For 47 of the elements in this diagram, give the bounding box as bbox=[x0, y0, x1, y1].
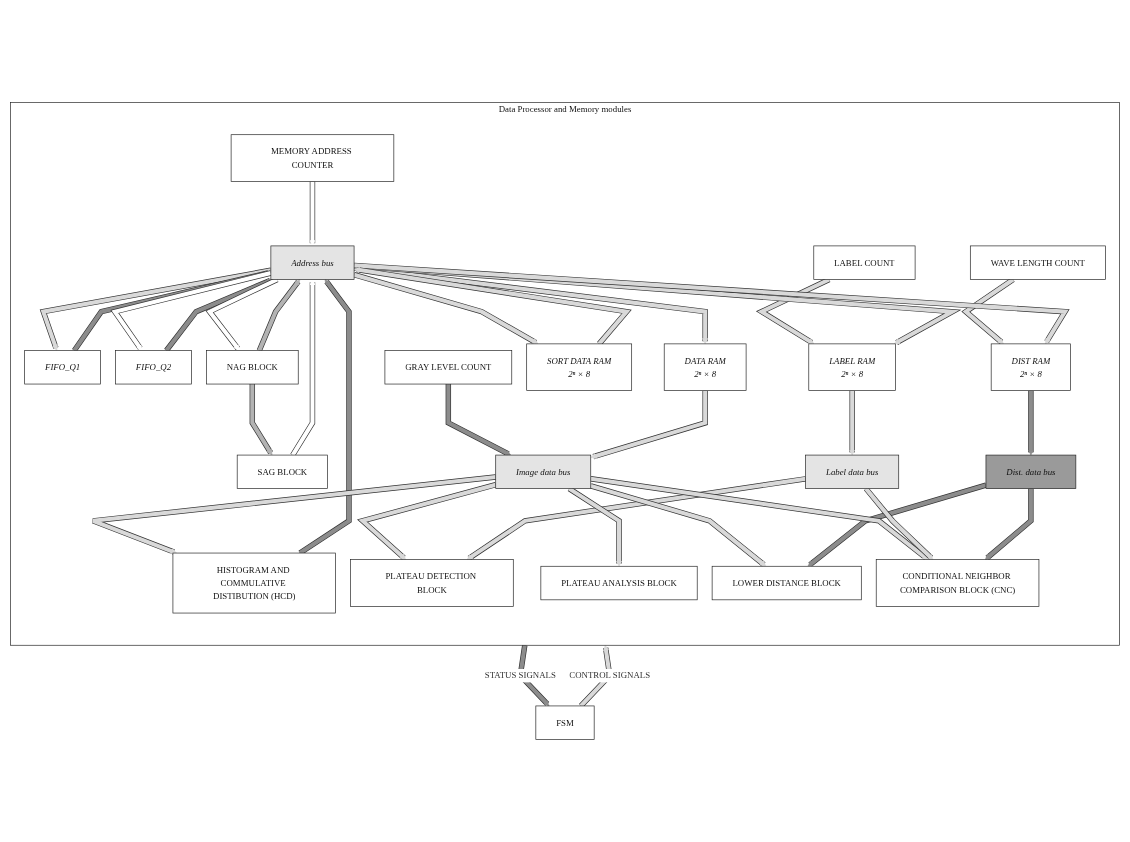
arrow bbox=[849, 390, 856, 456]
node-box: FSM bbox=[535, 705, 595, 740]
node-box: CONDITIONAL NEIGHBOR COMPARISON BLOCK (CNC) bbox=[875, 559, 1040, 607]
arrow bbox=[250, 384, 273, 456]
arrow bbox=[40, 268, 272, 351]
node-box: LABEL COUNT bbox=[813, 245, 916, 280]
arrow bbox=[590, 476, 929, 560]
edge-label: STATUS SIGNALS bbox=[484, 670, 556, 681]
node-box: LABEL RAM 2ⁿ × 8 bbox=[808, 343, 896, 391]
arrow bbox=[446, 384, 511, 456]
arrow bbox=[353, 272, 539, 345]
arrow bbox=[358, 482, 497, 560]
arrow bbox=[864, 487, 934, 560]
node-box: Image data bus bbox=[495, 454, 592, 489]
arrow bbox=[1027, 390, 1034, 456]
arrow bbox=[257, 279, 301, 352]
node-box: DIST RAM 2ⁿ × 8 bbox=[990, 343, 1071, 391]
arrow bbox=[590, 483, 767, 567]
arrow bbox=[466, 476, 806, 560]
node-box: Label data bus bbox=[805, 454, 900, 489]
node-box: SORT DATA RAM 2ⁿ × 8 bbox=[526, 343, 632, 391]
arrow bbox=[353, 263, 1069, 345]
node-box: SAG BLOCK bbox=[236, 454, 328, 489]
arrow bbox=[90, 475, 496, 554]
arrow bbox=[807, 483, 987, 567]
node-box: HISTOGRAM AND COMMULATIVE DISTIBUTION (HCD) bbox=[172, 552, 336, 614]
node-box: DATA RAM 2ⁿ × 8 bbox=[663, 343, 747, 391]
node-box: PLATEAU ANALYSIS BLOCK bbox=[540, 565, 698, 601]
arrow bbox=[984, 488, 1033, 560]
arrow bbox=[590, 390, 708, 459]
node-box: MEMORY ADDRESS COUNTER bbox=[230, 134, 395, 182]
node-box: FIFO_Q1 bbox=[24, 350, 101, 385]
arrow bbox=[164, 278, 273, 352]
node-box: Dist. data bus bbox=[985, 454, 1077, 489]
arrow bbox=[353, 265, 709, 345]
arrow bbox=[72, 270, 272, 352]
edge-label: CONTROL SIGNALS bbox=[569, 670, 651, 681]
arrow bbox=[298, 279, 351, 555]
node-box: PLATEAU DETECTION BLOCK bbox=[350, 559, 514, 607]
node-box: NAG BLOCK bbox=[206, 350, 299, 385]
arrow bbox=[206, 277, 279, 351]
arrow bbox=[111, 271, 272, 351]
node-box: FIFO_Q2 bbox=[115, 350, 192, 385]
node-box: GRAY LEVEL COUNT bbox=[384, 350, 513, 385]
node-box: LOWER DISTANCE BLOCK bbox=[711, 565, 862, 601]
node-box: WAVE LENGTH COUNT bbox=[970, 245, 1106, 280]
node-box: Address bus bbox=[270, 245, 355, 280]
